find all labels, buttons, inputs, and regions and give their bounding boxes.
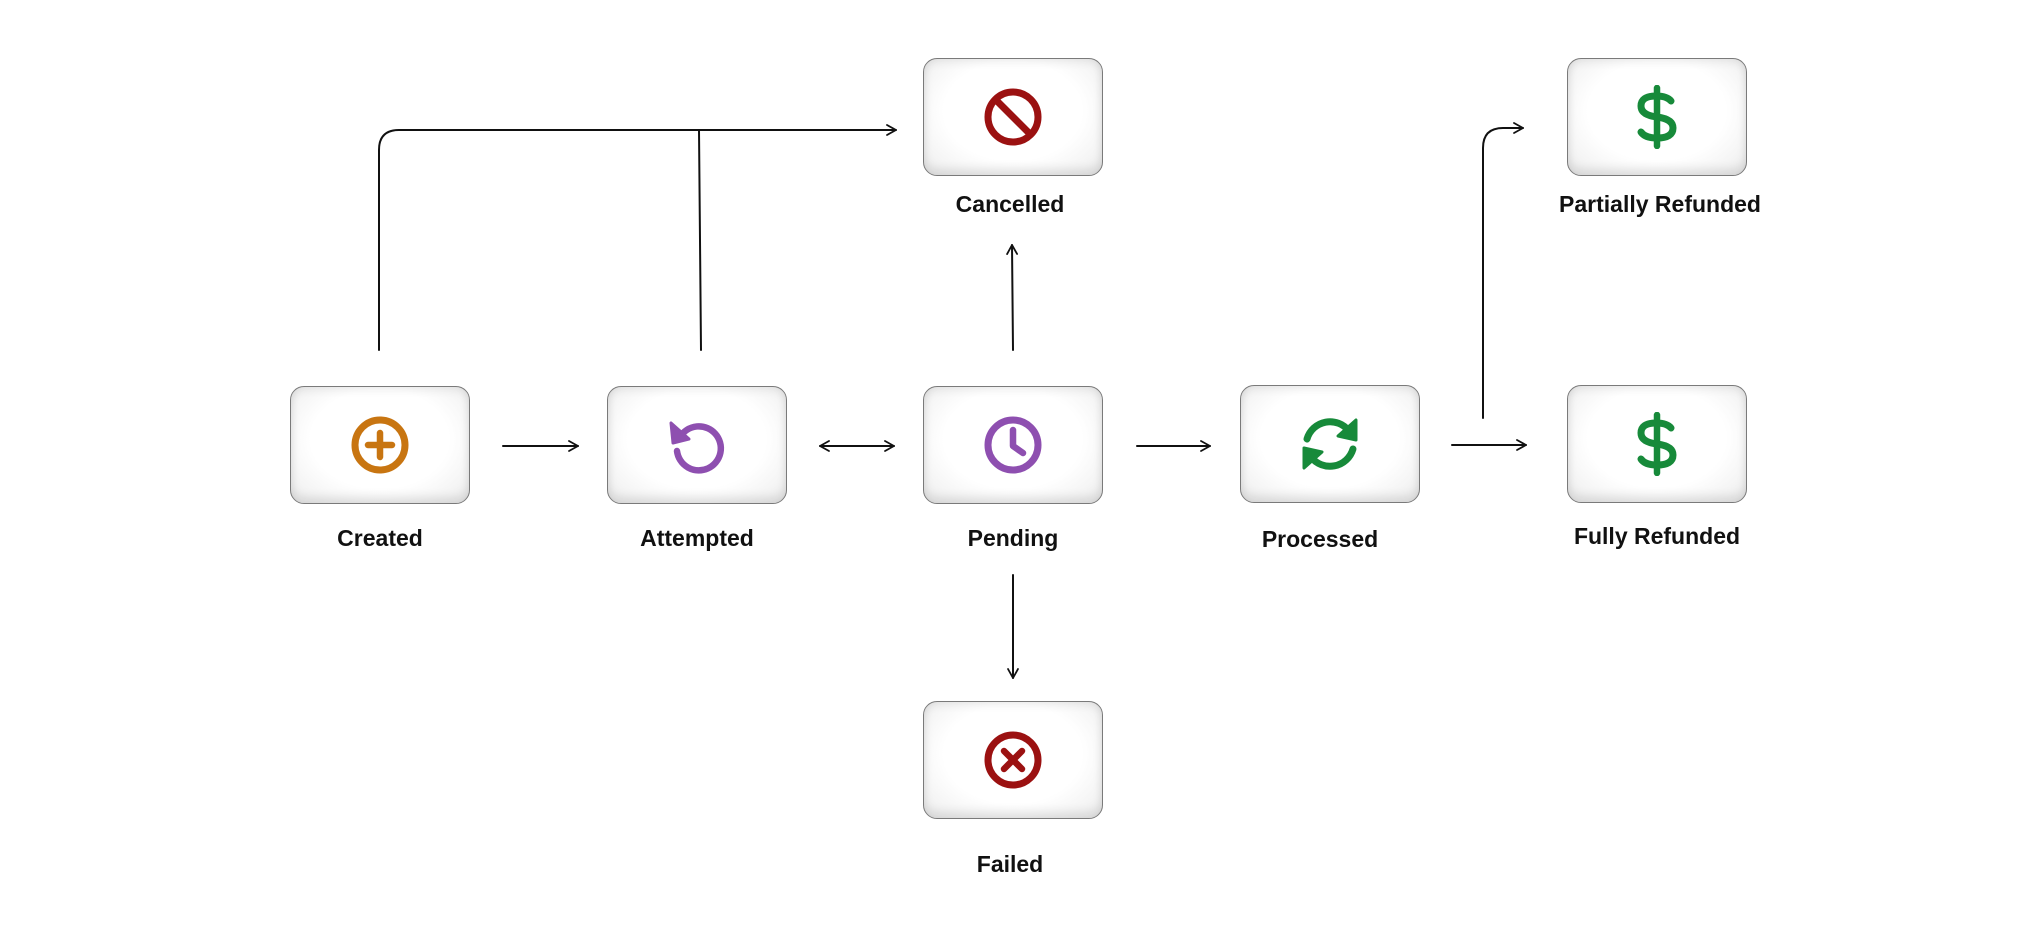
state-label-processed: Processed bbox=[1261, 526, 1379, 552]
state-label-fully-refunded: Fully Refunded bbox=[1573, 523, 1741, 549]
state-pending[interactable] bbox=[923, 386, 1103, 504]
plus-circle-icon bbox=[351, 416, 409, 474]
transition-pending-to-cancelled bbox=[1006, 244, 1018, 351]
dollar-icon bbox=[1637, 85, 1677, 149]
state-failed[interactable] bbox=[923, 701, 1103, 819]
state-partially-refunded[interactable] bbox=[1567, 58, 1747, 176]
state-processed[interactable] bbox=[1240, 385, 1420, 503]
sync-icon bbox=[1302, 418, 1358, 470]
state-label-failed: Failed bbox=[976, 851, 1044, 877]
state-label-attempted: Attempted bbox=[640, 525, 754, 551]
state-label-cancelled: Cancelled bbox=[955, 191, 1065, 217]
state-label-partially-refunded: Partially Refunded bbox=[1559, 191, 1761, 217]
state-created[interactable] bbox=[290, 386, 470, 504]
transition-processed-to-partially-refunded bbox=[1482, 122, 1524, 419]
x-circle-icon bbox=[984, 731, 1042, 789]
retry-icon bbox=[669, 421, 725, 474]
state-label-pending: Pending bbox=[967, 525, 1059, 551]
state-attempted[interactable] bbox=[607, 386, 787, 504]
dollar-icon bbox=[1637, 412, 1677, 476]
state-cancelled[interactable] bbox=[923, 58, 1103, 176]
ban-icon bbox=[984, 88, 1042, 146]
state-fully-refunded[interactable] bbox=[1567, 385, 1747, 503]
transition-created-to-cancelled bbox=[378, 124, 897, 351]
transition-attempted-to-cancelled bbox=[698, 129, 702, 351]
clock-icon bbox=[984, 416, 1042, 474]
state-label-created: Created bbox=[337, 525, 423, 551]
